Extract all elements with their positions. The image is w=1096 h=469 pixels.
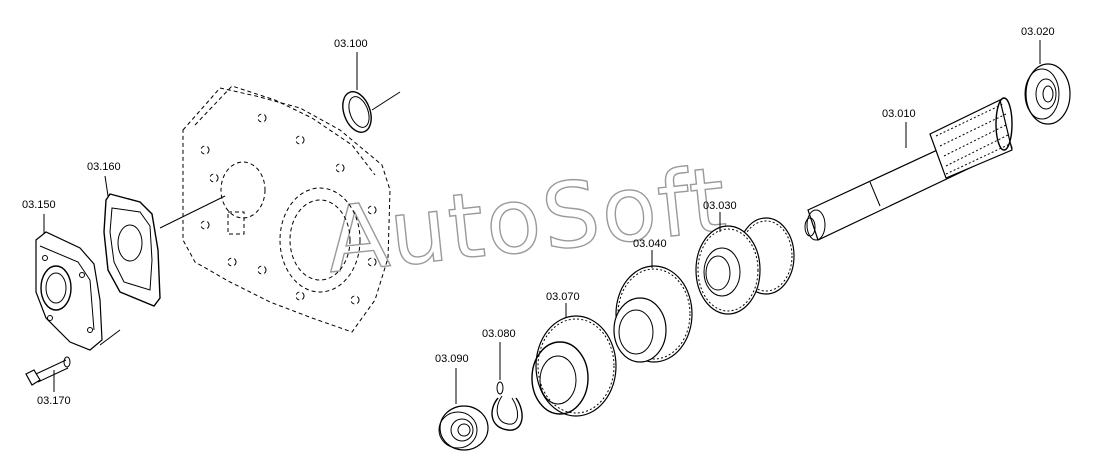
- part-label: 03.020: [1021, 26, 1055, 38]
- part-label: 03.170: [37, 395, 71, 407]
- part-label: 03.010: [882, 108, 916, 120]
- sealing-ring-03-100[interactable]: [338, 52, 401, 136]
- part-label: 03.080: [482, 328, 516, 340]
- gear-03-030[interactable]: [695, 212, 795, 315]
- part-label: 03.040: [633, 238, 667, 250]
- part-label: 03.070: [546, 291, 580, 303]
- gasket-03-160[interactable]: [103, 175, 161, 307]
- part-label: 03.100: [334, 38, 368, 50]
- gear-03-070[interactable]: [531, 303, 617, 417]
- input-shaft-03-010[interactable]: [804, 97, 1013, 241]
- part-label: 03.090: [435, 353, 469, 365]
- part-label: 03.160: [87, 161, 121, 173]
- bearing-03-020[interactable]: [1024, 40, 1071, 125]
- snap-ring-03-080[interactable]: [491, 342, 523, 431]
- gear-03-040[interactable]: [613, 250, 693, 363]
- part-label: 03.030: [703, 200, 737, 212]
- bolt-03-170[interactable]: [25, 356, 71, 392]
- housing: [159, 85, 391, 333]
- part-label: 03.150: [22, 199, 56, 211]
- cover-03-150[interactable]: [35, 214, 121, 351]
- bearing-03-090[interactable]: [438, 368, 489, 451]
